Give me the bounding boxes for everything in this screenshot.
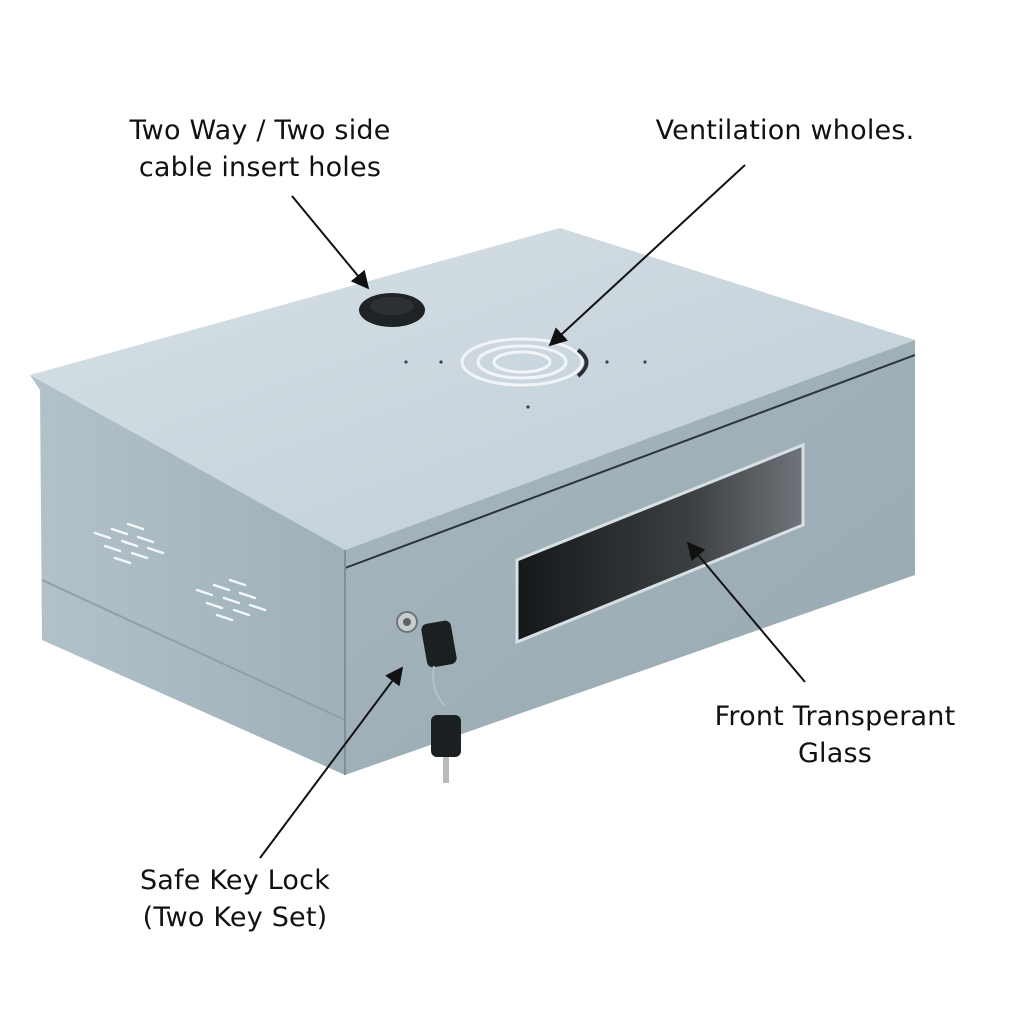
callout-ventilation: Ventilation wholes.	[600, 112, 970, 149]
callout-lock-line2: (Two Key Set)	[142, 902, 328, 933]
arrow-lock	[259, 666, 404, 859]
arrow-ventilation	[548, 164, 746, 347]
callout-glass-line2: Glass	[797, 738, 873, 769]
cable-grommet-icon	[359, 293, 425, 327]
arrow-glass	[686, 541, 806, 683]
front-glass-window	[515, 442, 805, 645]
box-side-face	[30, 375, 345, 775]
side-vent-slots	[93, 522, 267, 622]
callout-lock-line1: Safe Key Lock	[139, 865, 331, 896]
callout-glass: Front Transperant Glass	[665, 698, 1005, 772]
key-lock-icon	[396, 611, 461, 783]
callout-lock: Safe Key Lock (Two Key Set)	[95, 862, 375, 936]
callout-ventilation-line1: Ventilation wholes.	[655, 115, 915, 146]
box-top-face	[30, 228, 915, 550]
ventilation-rings-icon	[460, 337, 589, 387]
arrow-cable-holes	[291, 195, 370, 290]
callout-glass-line1: Front Transperant	[714, 701, 956, 732]
callout-cable-holes: Two Way / Two side cable insert holes	[80, 112, 440, 186]
callout-cable-holes-line2: cable insert holes	[138, 152, 382, 183]
callout-cable-holes-line1: Two Way / Two side	[129, 115, 391, 146]
